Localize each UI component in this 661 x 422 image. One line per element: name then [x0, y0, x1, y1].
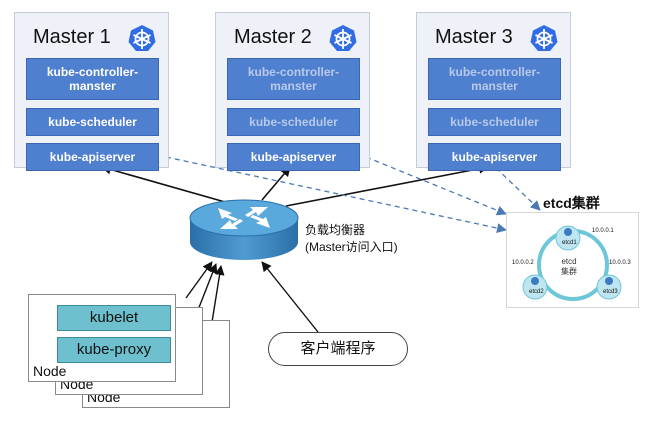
arrow-node1-to-lb	[185, 261, 213, 299]
etcd2-ip: 10.0.0.2	[512, 260, 534, 266]
arrow-node3-to-lb	[211, 265, 225, 323]
etcd3-label: etcd3	[603, 289, 618, 295]
master-title: Master 3	[435, 26, 513, 48]
etcd-center-label: etcd 集群	[561, 257, 577, 277]
etcd-ring	[522, 225, 622, 301]
kubernetes-logo-icon	[530, 25, 558, 51]
controller-manager-box: kube-controller- manster	[227, 58, 360, 100]
apiserver-box: kube-apiserver	[26, 143, 159, 171]
etcd1-label: etcd1	[562, 240, 577, 246]
etcd-cluster-title: etcd集群	[543, 195, 600, 211]
dashed-master2-to-etcd	[365, 156, 507, 216]
apiserver-box: kube-apiserver	[428, 143, 561, 171]
master-3-panel: Master 3 kube-controller- manster kube-s…	[416, 12, 571, 171]
kubernetes-logo-icon	[128, 25, 156, 51]
controller-manager-box: kube-controller- manster	[26, 58, 159, 100]
apiserver-box: kube-apiserver	[227, 143, 360, 171]
arrow-lb-to-master1	[101, 164, 233, 205]
etcd-center-line2: 集群	[561, 267, 577, 276]
etcd3-ip: 10.0.0.3	[609, 260, 631, 266]
controller-manager-box: kube-controller- manster	[428, 58, 561, 100]
kubernetes-logo-icon	[329, 25, 357, 51]
etcd-cluster-panel: etcd1 10.0.0.1 etcd2 10.0.0.2 etcd3 10.0…	[506, 212, 639, 308]
etcd2-label: etcd2	[529, 289, 544, 295]
arrow-node2-to-lb	[197, 263, 218, 311]
arrow-client-to-lb	[261, 261, 319, 333]
arrow-lb-to-master2	[261, 166, 291, 201]
arrow-lb-to-master3	[285, 163, 489, 207]
master-title: Master 1	[33, 26, 111, 48]
master-1-panel: Master 1 kube-controller- manster kube-s…	[14, 12, 169, 171]
load-balancer-router-icon	[189, 199, 299, 260]
scheduler-box: kube-scheduler	[227, 108, 360, 136]
etcd1-ip: 10.0.0.1	[592, 228, 614, 234]
etcd-center-line1: etcd	[561, 257, 577, 266]
node-card-front: kubelet kube-proxy Node	[28, 294, 176, 382]
client-program: 客户端程序	[268, 332, 408, 366]
master-title: Master 2	[234, 26, 312, 48]
load-balancer-title: 负载均衡器	[305, 223, 366, 237]
load-balancer-subtitle: (Master访问入口)	[305, 240, 398, 254]
dashed-master1-to-etcd	[165, 156, 507, 233]
scheduler-box: kube-scheduler	[26, 108, 159, 136]
master-2-panel: Master 2 kube-controller- manster kube-s…	[215, 12, 370, 171]
load-balancer-label: 负载均衡器 (Master访问入口)	[305, 222, 398, 256]
dashed-master3-to-etcd	[495, 167, 541, 211]
scheduler-box: kube-scheduler	[428, 108, 561, 136]
kube-proxy-box: kube-proxy	[57, 337, 171, 363]
node-label: Node	[33, 363, 67, 379]
kubelet-box: kubelet	[57, 305, 171, 331]
